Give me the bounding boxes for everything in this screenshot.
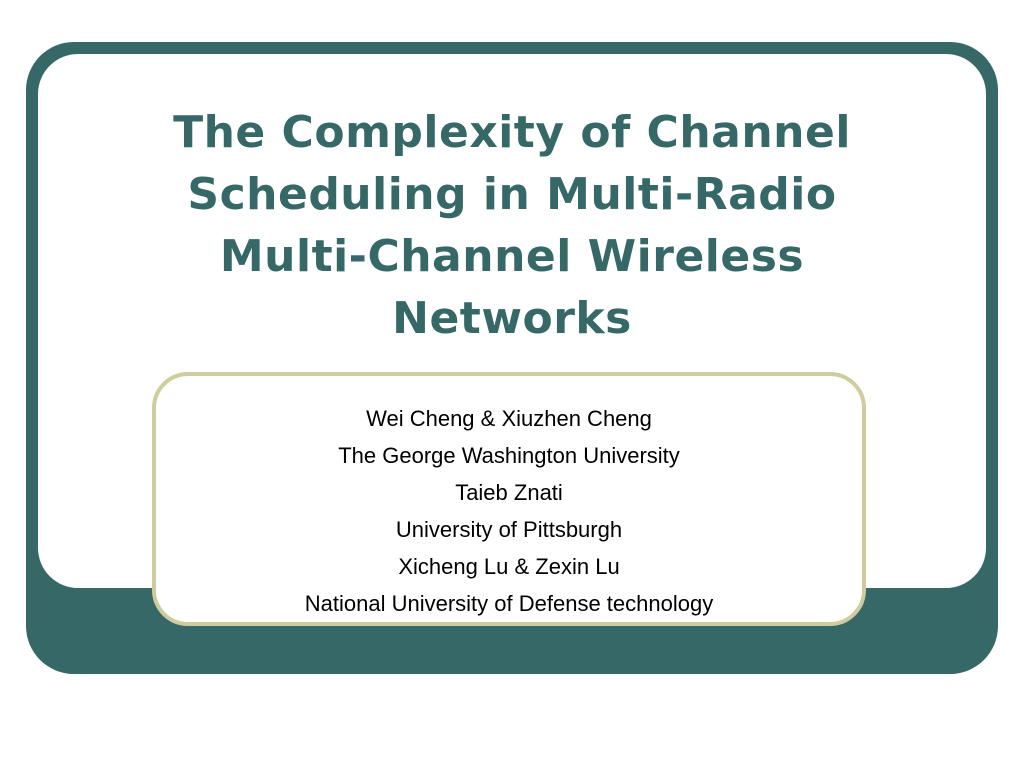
subtitle-box: Wei Cheng & Xiuzhen Cheng The George Was… <box>152 372 866 626</box>
author-names-1: Wei Cheng & Xiuzhen Cheng <box>366 406 652 431</box>
slide-title: The Complexity of Channel Scheduling in … <box>90 102 934 350</box>
title-line: Scheduling in Multi-Radio <box>187 169 837 220</box>
title-line: The Complexity of Channel <box>173 107 851 158</box>
affiliation-2: University of Pittsburgh <box>395 517 623 542</box>
title-line: Networks <box>392 293 632 344</box>
affiliation-1: The George Washington University <box>338 443 680 468</box>
author-names-3: Xicheng Lu & Zexin Lu <box>398 554 620 579</box>
title-line: Multi-Channel Wireless <box>219 231 805 282</box>
affiliation-3: National University of Defense technolog… <box>304 591 714 616</box>
author-list: Wei Cheng & Xiuzhen Cheng The George Was… <box>156 400 862 622</box>
author-names-2: Taieb Znati <box>455 480 563 505</box>
